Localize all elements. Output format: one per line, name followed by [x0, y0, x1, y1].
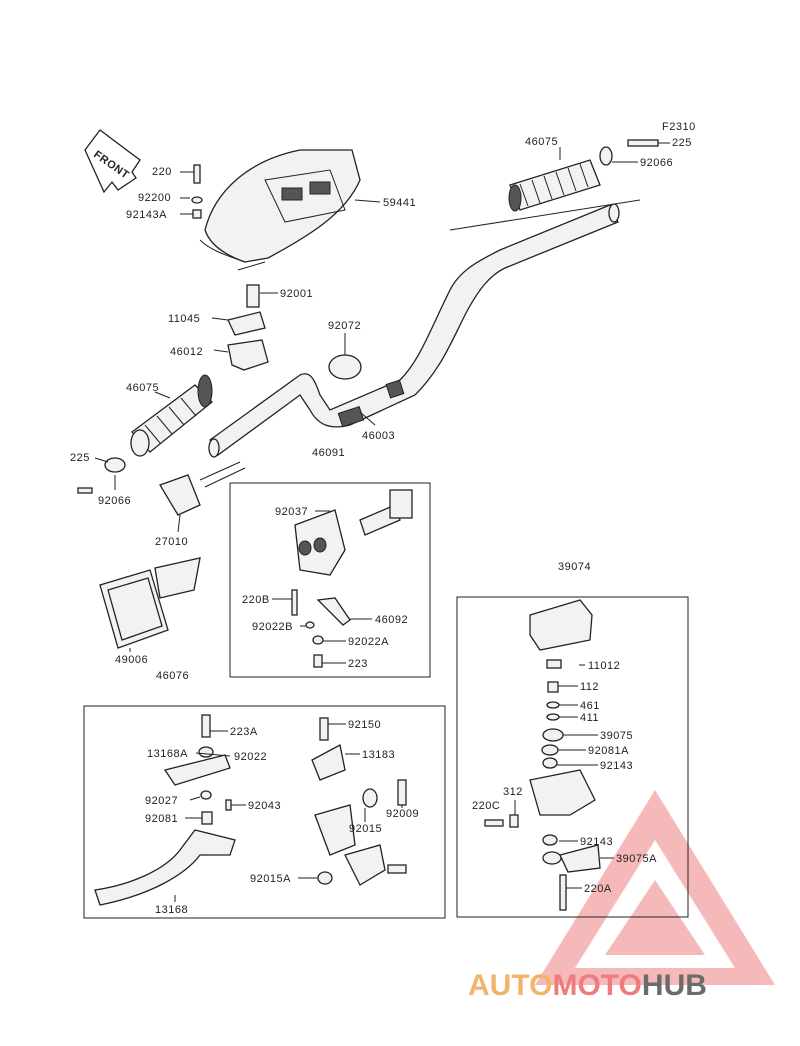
label-92043: 92043	[248, 800, 281, 812]
label-92143-lower: 92143	[580, 836, 613, 848]
lever-assembly-box	[83, 705, 446, 919]
label-92081: 92081	[145, 813, 178, 825]
label-112: 112	[580, 681, 599, 693]
label-59441: 59441	[383, 197, 416, 209]
label-220A: 220A	[584, 883, 612, 895]
watermark-hub: HUB	[642, 969, 707, 1002]
label-11012: 11012	[588, 660, 620, 672]
label-46092: 46092	[375, 614, 408, 626]
label-92022A: 92022A	[348, 636, 389, 648]
leader-lines	[94, 142, 670, 902]
clamp-ring-part	[328, 354, 362, 380]
label-92143A-top: 92143A	[126, 209, 167, 221]
label-92037: 92037	[275, 506, 308, 518]
label-92015A: 92015A	[250, 873, 291, 885]
label-220B: 220B	[242, 594, 270, 606]
master-cylinder-box	[456, 596, 689, 918]
label-92001: 92001	[280, 288, 313, 300]
label-39074: 39074	[558, 561, 591, 573]
label-92027: 92027	[145, 795, 178, 807]
label-46075-right: 46075	[525, 136, 558, 148]
label-13183: 13183	[362, 749, 395, 761]
label-13168A: 13168A	[147, 748, 188, 760]
label-11045: 11045	[168, 313, 200, 325]
label-92066-left: 92066	[98, 495, 131, 507]
label-49006: 49006	[115, 654, 148, 666]
switch-part	[159, 461, 246, 516]
label-92150: 92150	[348, 719, 381, 731]
label-13168: 13168	[155, 904, 188, 916]
handlebar-part	[208, 199, 641, 458]
label-92072: 92072	[328, 320, 361, 332]
switch-housing-part	[291, 489, 413, 668]
clamp-part	[227, 261, 269, 371]
label-46076: 46076	[156, 670, 189, 682]
left-grip-part	[77, 374, 213, 494]
watermark-auto: AUTO	[468, 969, 552, 1002]
diagram-code: F2310	[662, 121, 696, 133]
part-labels: 220 92200 92143A 59441 46075 225 92066 9…	[70, 136, 692, 916]
label-92022: 92022	[234, 751, 267, 763]
housing-part	[99, 557, 201, 649]
label-46012: 46012	[170, 346, 203, 358]
handlebar-cover-part	[199, 149, 361, 263]
switch-assembly-box	[229, 482, 431, 678]
right-grip-part	[508, 139, 659, 212]
label-461: 461	[580, 700, 600, 712]
label-27010: 27010	[155, 536, 188, 548]
label-220: 220	[152, 166, 172, 178]
label-223: 223	[348, 658, 368, 670]
label-92143: 92143	[600, 760, 633, 772]
watermark-moto: MOTO	[552, 969, 641, 1002]
label-46003: 46003	[362, 430, 395, 442]
label-92022B: 92022B	[252, 621, 293, 633]
label-46091: 46091	[312, 447, 345, 459]
svg-text:AUTOMOTOHUB: AUTOMOTOHUB	[468, 969, 707, 1002]
master-cylinder-part	[484, 599, 601, 911]
label-92200: 92200	[138, 192, 171, 204]
label-39075A: 39075A	[616, 853, 657, 865]
label-225-left: 225	[70, 452, 90, 464]
lever-assembly-part	[94, 714, 407, 906]
label-46075-left: 46075	[126, 382, 159, 394]
label-220C: 220C	[472, 800, 500, 812]
label-223A: 223A	[230, 726, 258, 738]
label-92081A: 92081A	[588, 745, 629, 757]
label-39075: 39075	[600, 730, 633, 742]
front-arrow-icon: FRONT	[84, 129, 141, 194]
watermark-logo: AUTOMOTOHUB	[468, 969, 707, 1002]
label-92009: 92009	[386, 808, 419, 820]
label-411: 411	[580, 712, 599, 724]
label-92015: 92015	[349, 823, 382, 835]
label-92066-right: 92066	[640, 157, 673, 169]
label-312: 312	[503, 786, 523, 798]
bolt-part	[191, 164, 203, 219]
label-225-right: 225	[672, 137, 692, 149]
